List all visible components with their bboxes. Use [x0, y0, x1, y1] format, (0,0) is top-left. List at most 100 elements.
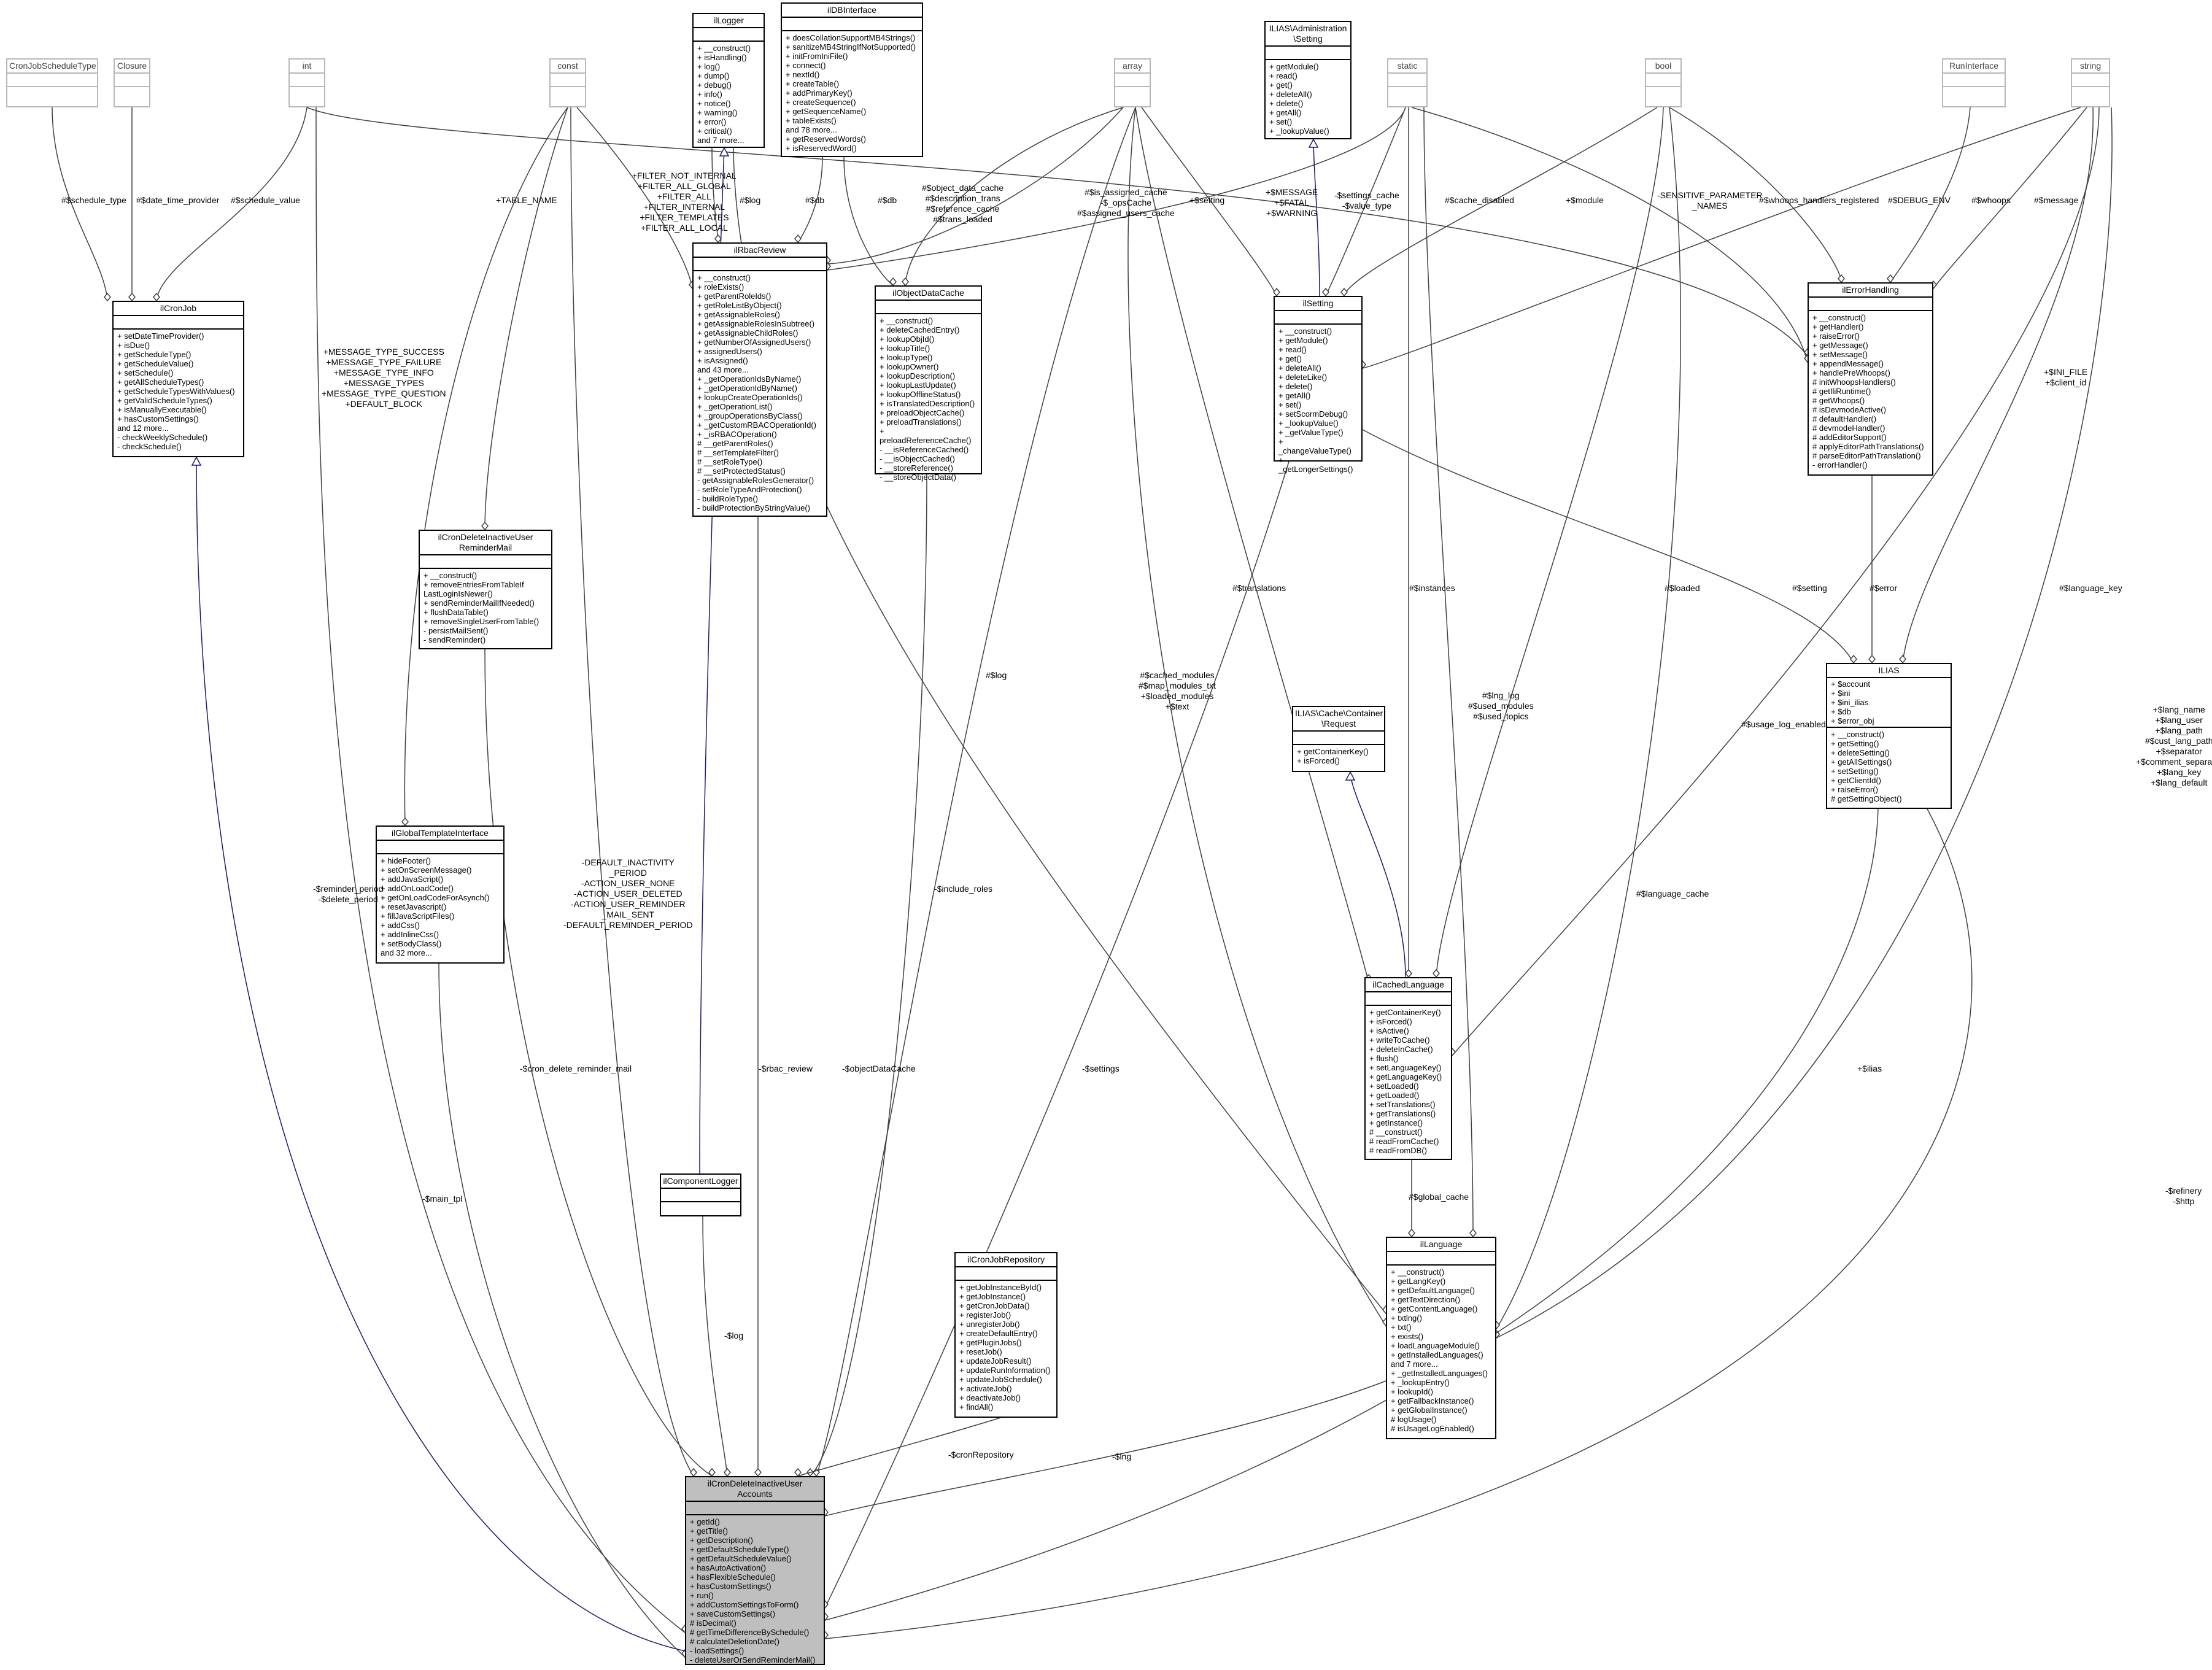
aggregation-diamond — [1340, 287, 1348, 297]
association-edge — [570, 107, 694, 1477]
aggregation-diamond — [1433, 968, 1440, 978]
edge-label: #$schedule_type — [61, 195, 126, 205]
association-edge — [1436, 107, 1664, 978]
class-ilobjectdatacache: ilObjectDataCache + __construct() + dele… — [875, 285, 982, 482]
class-operations — [1646, 87, 1680, 91]
class-operations: + __construct() + removeEntriesFromTable… — [423, 571, 539, 644]
class-attributes: + $account + $ini + $ini_ilias + $db + $… — [1827, 678, 1951, 728]
edge-label: -$log — [724, 1331, 744, 1340]
inheritance-arrowhead — [719, 147, 730, 157]
class-attributes — [114, 316, 243, 330]
class-ildbinterface: ilDBInterface + doesCollationSupportMB4S… — [781, 2, 923, 157]
class-title: ilCronJob — [114, 302, 243, 316]
class-title: CronJobScheduleType — [7, 60, 97, 74]
edge-label: #$is_assigned_cache -$_opsCache #$assign… — [1077, 187, 1175, 218]
association-edge — [1135, 107, 1369, 983]
edge-label: -$objectDataCache — [842, 1064, 916, 1073]
edge-label: #$loaded — [1665, 583, 1700, 593]
class-operations: + hideFooter() + setOnScreenMessage() + … — [381, 856, 490, 957]
aggregation-diamond — [1838, 274, 1845, 284]
class-operations: + __construct() + deleteCachedEntry() + … — [880, 316, 975, 482]
association-edge — [156, 107, 307, 301]
class-operations: + __construct() + getSetting() + deleteS… — [1831, 730, 1902, 803]
class-operations — [1388, 87, 1426, 91]
class-title: ilLanguage — [1387, 1238, 1495, 1252]
class-operations: + getId() + getTitle() + getDescription(… — [690, 1517, 816, 1664]
class-attributes — [2072, 74, 2109, 87]
association-edge — [306, 107, 1808, 357]
class-title: bool — [1646, 60, 1680, 74]
class-operations — [115, 87, 149, 91]
class-ilrbacreview: ilRbacReview + __construct() + roleExist… — [692, 242, 827, 517]
class-title: const — [551, 60, 585, 74]
association-edge — [1362, 107, 2081, 369]
edge-label: #$whoops — [1971, 195, 2011, 205]
class-cronjobscheduletype: CronJobScheduleType — [6, 58, 98, 107]
class-attributes — [661, 1189, 740, 1202]
edge-label: #$global_cache — [1409, 1192, 1469, 1202]
association-edge — [905, 107, 1124, 286]
edge-label: -$cron_delete_reminder_mail — [520, 1064, 632, 1073]
class-title: ilComponentLogger — [661, 1175, 740, 1189]
class-ilias-cache-container-request: ILIAS\Cache\Container \Request + getCont… — [1292, 706, 1385, 772]
class-title: Closure — [115, 60, 149, 74]
class-attributes — [876, 301, 981, 314]
class-title: ilCronDeleteInactiveUser Accounts — [686, 1477, 824, 1502]
aggregation-diamond — [401, 817, 409, 827]
aggregation-diamond — [1887, 274, 1894, 284]
aggregation-diamond — [1850, 654, 1857, 664]
aggregation-diamond — [714, 234, 722, 244]
class-ilcronjobrepository: ilCronJobRepository + getJobInstanceById… — [954, 1252, 1058, 1418]
class-attributes — [551, 74, 585, 87]
association-edge — [438, 963, 686, 1658]
aggregation-diamond — [153, 292, 160, 302]
association-edge — [1496, 107, 1681, 1329]
association-edge — [1141, 107, 1277, 296]
edge-label: #$db — [878, 195, 897, 205]
inheritance-arrowhead — [1308, 138, 1319, 148]
class-title: ilGlobalTemplateInterface — [377, 827, 503, 841]
edge-label: +$INI_FILE +$client_id — [2044, 367, 2088, 387]
class-attributes — [694, 258, 826, 271]
association-edge — [576, 107, 693, 289]
association-edge — [1890, 107, 1971, 283]
edge-label: #$setting — [1792, 583, 1827, 593]
association-edge — [1452, 107, 2100, 1056]
edge-label: +FILTER_NOT_INTERNAL +FILTER_ALL_GLOBAL … — [632, 171, 737, 233]
association-edge — [1362, 429, 1854, 663]
class-attributes — [1266, 47, 1350, 60]
aggregation-diamond — [794, 234, 802, 244]
class-string: string — [2071, 58, 2110, 107]
association-edge — [484, 649, 713, 1477]
aggregation-diamond — [1405, 968, 1412, 978]
inheritance-arrowhead — [1345, 771, 1356, 781]
class-title: ilCronJobRepository — [956, 1253, 1056, 1267]
edge-label: -$reminder_period -$delete_period — [313, 884, 384, 904]
aggregation-diamond — [794, 1467, 802, 1477]
class-attributes — [1809, 298, 1932, 311]
class-operations — [661, 1202, 740, 1206]
aggregation-diamond — [708, 1467, 716, 1477]
class-closure: Closure — [114, 58, 150, 107]
class-attributes — [1388, 74, 1426, 87]
class-ilcomponentlogger: ilComponentLogger — [660, 1173, 741, 1216]
edge-label: -$refinery -$http — [2165, 1186, 2202, 1206]
edge-label: #$DEBUG_ENV — [1888, 195, 1951, 205]
class-runinterface: RunInterface — [1942, 58, 2006, 107]
class-title: ilCachedLanguage — [1366, 978, 1451, 992]
class-static: static — [1387, 58, 1428, 107]
class-int: int — [288, 58, 325, 107]
aggregation-diamond — [104, 292, 111, 302]
edge-label: +MESSAGE_TYPE_SUCCESS +MESSAGE_TYPE_FAIL… — [322, 347, 446, 409]
association-edge — [1423, 107, 1474, 1237]
aggregation-diamond — [754, 1467, 762, 1477]
class-attributes — [782, 18, 922, 31]
edge-label: +$MESSAGE +$FATAL +$WARNING — [1266, 187, 1318, 218]
aggregation-diamond — [128, 292, 136, 302]
aggregation-diamond — [1868, 654, 1876, 664]
edge-label: -$settings_cache -$value_type — [1334, 190, 1399, 211]
class-title: ilLogger — [694, 14, 764, 28]
edge-label: #$instances — [1409, 583, 1455, 593]
